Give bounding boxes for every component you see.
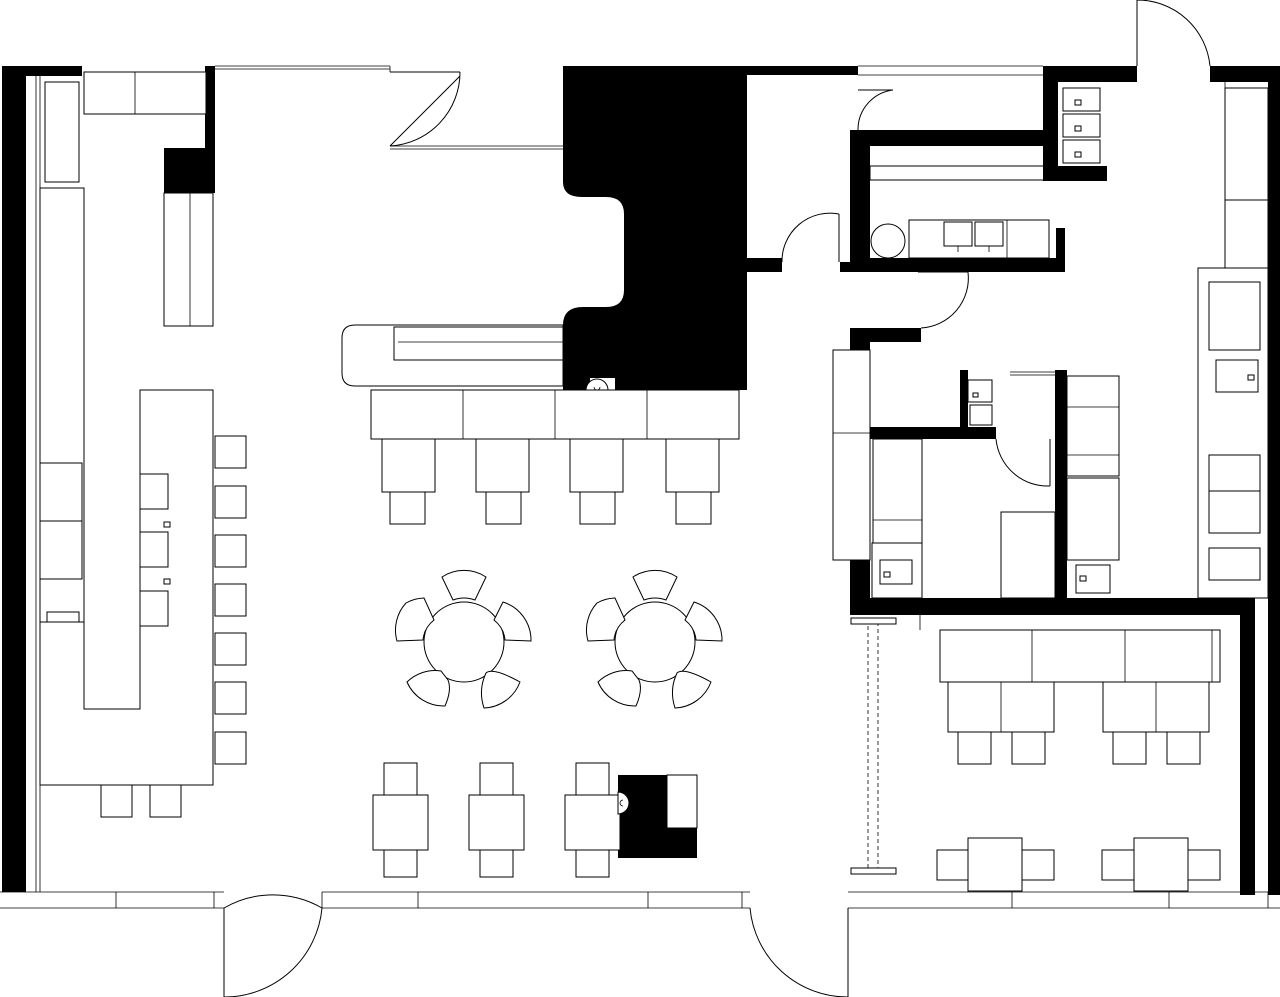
booth-table — [1102, 681, 1210, 765]
bar-stool — [214, 485, 247, 519]
square-tables — [372, 762, 698, 878]
kitchen-wall-lower — [850, 328, 1255, 895]
washroom-partition — [960, 370, 968, 427]
east-dining — [850, 615, 1221, 892]
service-counter — [341, 324, 740, 440]
east-exit-door — [1136, 0, 1211, 67]
bar-stools — [100, 435, 247, 818]
round-table — [585, 569, 723, 709]
square-table — [564, 762, 621, 878]
bar-counter — [39, 389, 214, 786]
kitchen — [869, 87, 1269, 599]
square-table — [1101, 837, 1221, 892]
washroom-door-top — [1010, 371, 1055, 376]
entrance-door-right — [749, 907, 849, 997]
entrance-door-left — [223, 894, 323, 997]
staff-wall — [1055, 370, 1067, 598]
square-table — [468, 762, 525, 878]
bar-stool — [214, 681, 247, 715]
service-core-wall — [563, 66, 858, 390]
round-table — [394, 569, 532, 709]
kitchen-stub-wall — [1056, 228, 1065, 272]
bar-stool — [214, 534, 247, 568]
washrooms — [832, 349, 1120, 599]
round-tables — [394, 569, 723, 709]
entrance-door-left-arc — [224, 907, 323, 997]
kitchen-door-mid — [918, 271, 969, 329]
bar-stool — [214, 632, 247, 666]
walls — [2, 66, 1280, 895]
cutout-circle — [585, 378, 609, 391]
storage-wall — [1043, 66, 1137, 181]
bar-counter-area — [39, 71, 214, 786]
wall-block-west — [164, 148, 215, 193]
bar-stool — [214, 435, 247, 469]
north-door — [389, 71, 461, 147]
corridor-door — [781, 212, 840, 263]
kitchen-door-north — [857, 89, 894, 131]
bar-stool — [149, 784, 182, 818]
bar-stool — [214, 731, 247, 765]
kitchen-west-wall — [840, 130, 1065, 272]
bar-stool — [214, 583, 247, 617]
bar-stool — [100, 784, 133, 818]
doors — [223, 0, 1211, 997]
square-table — [372, 762, 429, 878]
corridor-stub-wall — [747, 258, 782, 272]
washroom-door — [995, 438, 1051, 487]
square-table — [936, 837, 1055, 892]
west-wall — [2, 66, 82, 892]
booth-table — [947, 681, 1055, 765]
counter-stools — [381, 438, 720, 525]
washroom-wall — [870, 427, 996, 439]
bench-seat — [939, 629, 1221, 683]
east-wall — [1210, 66, 1280, 895]
